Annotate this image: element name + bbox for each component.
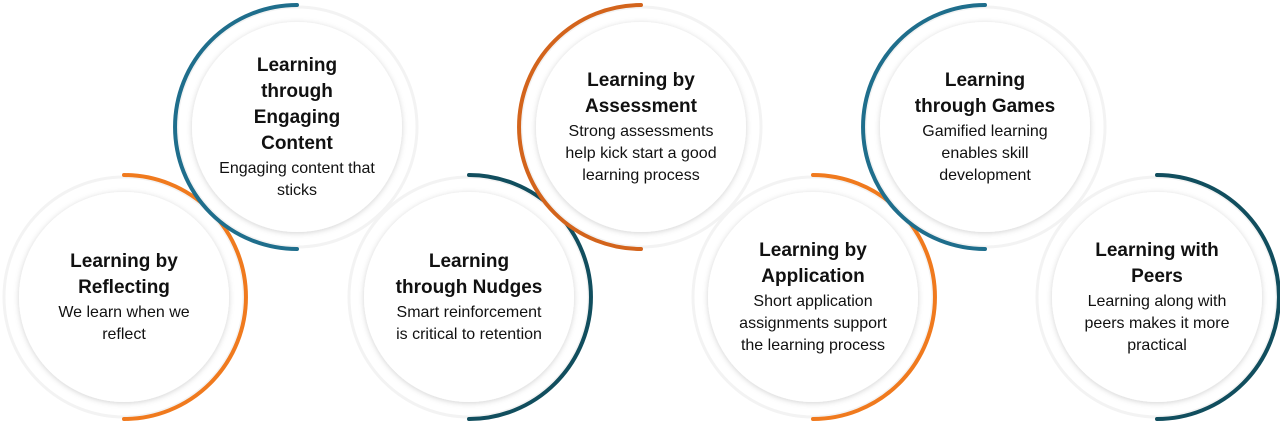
- node-title: Learning by Reflecting: [70, 251, 178, 298]
- node-accent-arc: [1155, 173, 1280, 421]
- node-peers: [1035, 173, 1280, 421]
- node-inner-disc: [19, 192, 229, 402]
- node-inner-disc: [536, 22, 746, 232]
- node-engaging-content: [173, 3, 419, 251]
- node-title: Learning with Peers: [1095, 240, 1219, 287]
- node-accent-arc: [517, 3, 643, 251]
- node-accent-arc: [811, 173, 937, 421]
- node-application: [691, 173, 937, 421]
- node-label-reflecting: Learning by Reflecting We learn when we r…: [29, 249, 219, 346]
- node-description: Smart reinforcement is critical to reten…: [396, 304, 542, 343]
- node-inner-disc: [880, 22, 1090, 232]
- node-title: Learning through Games: [914, 70, 1056, 117]
- node-accent-arc: [173, 3, 299, 251]
- node-description: We learn when we reflect: [58, 304, 190, 343]
- node-description: Learning along with peers makes it more …: [1084, 293, 1230, 354]
- node-reflecting: [2, 173, 248, 421]
- node-description: Gamified learning enables skill developm…: [922, 123, 1048, 184]
- node-description: Strong assessments help kick start a goo…: [565, 123, 717, 184]
- node-description: Short application assignments support th…: [739, 293, 887, 354]
- node-inner-disc: [708, 192, 918, 402]
- node-accent-arc: [122, 173, 248, 421]
- node-title: Learning by Assessment: [585, 70, 697, 117]
- node-title: Learning through Engaging Content: [253, 55, 341, 154]
- node-inner-disc: [192, 22, 402, 232]
- node-inner-disc: [1052, 192, 1262, 402]
- node-nudges: [347, 173, 593, 421]
- node-title: Learning through Nudges: [395, 251, 543, 298]
- node-inner-disc: [364, 192, 574, 402]
- node-assessment: [517, 3, 763, 251]
- node-description: Engaging content that sticks: [219, 160, 375, 199]
- node-accent-arc: [861, 3, 987, 251]
- node-games: [861, 3, 1107, 251]
- node-title: Learning by Application: [759, 240, 867, 287]
- node-accent-arc: [467, 173, 593, 421]
